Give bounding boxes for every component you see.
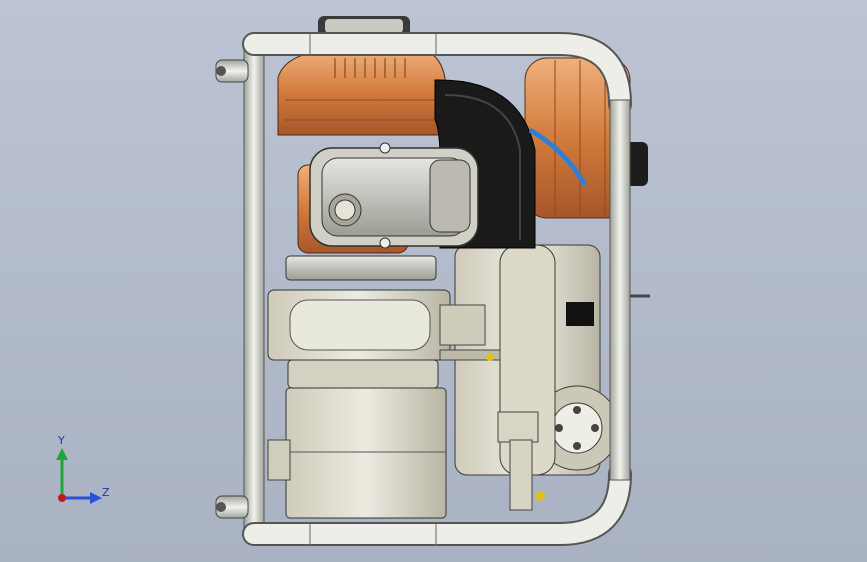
y-axis-label: Y bbox=[58, 434, 65, 447]
pump-body bbox=[267, 359, 545, 519]
z-axis-label: Z bbox=[102, 486, 110, 499]
x-axis-dot-icon bbox=[58, 494, 66, 502]
fuel-hose bbox=[528, 127, 588, 187]
engine-shroud bbox=[277, 16, 446, 136]
valve-cover bbox=[309, 142, 479, 249]
pump-housing bbox=[267, 289, 501, 361]
triad-axes bbox=[56, 448, 102, 504]
flange bbox=[285, 255, 437, 281]
orientation-triad[interactable]: Y Z bbox=[48, 434, 118, 506]
frame bbox=[215, 32, 632, 546]
z-axis-arrow-icon bbox=[90, 492, 102, 504]
y-axis-arrow-icon bbox=[56, 448, 68, 460]
